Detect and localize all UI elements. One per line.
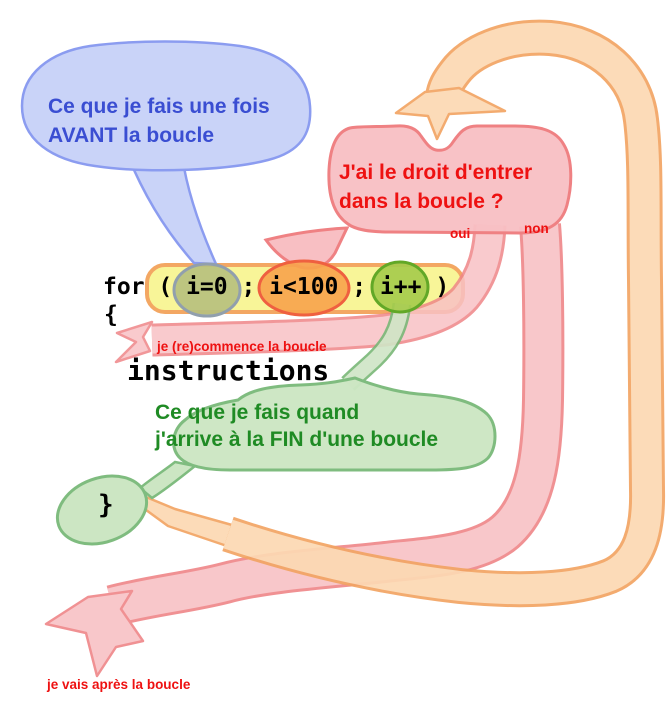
close-brace-blob [55, 474, 149, 546]
after-loop-label: je vais après la boucle [47, 677, 191, 692]
restart-label: je (re)commence la boucle [157, 339, 327, 354]
init-highlight-ellipse [172, 262, 242, 318]
yes-label: oui [450, 226, 471, 241]
increment-highlight-ellipse [370, 260, 430, 314]
loop-body: instructions [127, 354, 330, 387]
condition-bubble-tail [263, 226, 350, 270]
for-statement: for ( i=0 ; i<100 ; i++ ) [103, 274, 450, 300]
loop-back-arrowhead [394, 86, 507, 141]
condition-highlight-ellipse [257, 259, 351, 317]
condition-bubble-body [327, 124, 573, 235]
open-brace: { [104, 302, 118, 328]
loop-back-arrow [129, 19, 666, 608]
condition-bubble [263, 124, 573, 270]
end-bubble-tail [138, 460, 198, 500]
exit-loop-arrow [44, 223, 565, 678]
before-bubble-body [20, 40, 312, 172]
before-loop-bubble [20, 40, 312, 266]
exit-arrowhead [44, 589, 145, 678]
before-bubble-tail [126, 154, 218, 266]
restart-arrowhead [114, 320, 154, 364]
end-loop-bubble [55, 376, 497, 546]
end-bubble-body [172, 376, 497, 472]
no-label: non [524, 221, 549, 236]
close-brace: } [98, 490, 114, 520]
